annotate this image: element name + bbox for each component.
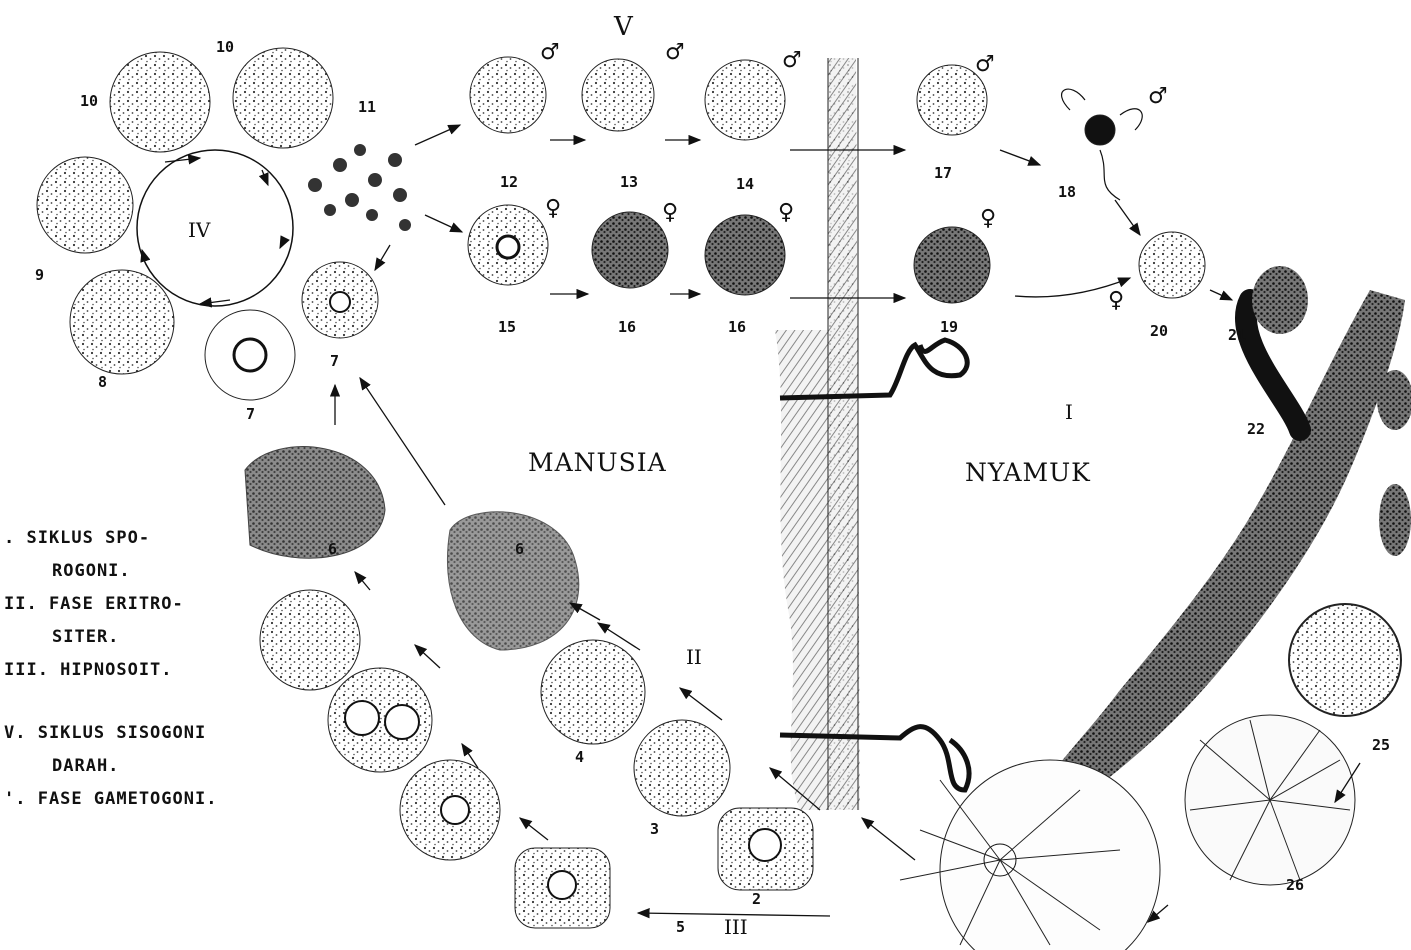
legend-line: II. FASE ERITRO- [4,588,217,621]
male-symbol: ♂ [665,40,685,65]
male-symbol: ♂ [975,52,995,77]
stage-number-7: 7 [246,405,255,423]
legend-line: ROGONI. [4,555,217,588]
stage-number-2: 2 [752,890,761,908]
stage-number-8: 8 [98,373,107,391]
female-symbol: ♀ [1108,288,1124,313]
stage-number-17: 17 [934,164,952,182]
stage-number-7: 7 [330,352,339,370]
stage-number-12: 12 [500,173,518,191]
phase-label-iv: IV [188,218,210,242]
female-symbol: ♀ [545,196,561,221]
stage-number-18: 18 [1058,183,1076,201]
cell-8 [70,270,174,374]
oocyst [1289,604,1401,716]
stage-number-26: 26 [1286,876,1304,894]
region-label-human: MANUSIA [528,448,667,477]
stage-number-6: 6 [328,540,337,558]
stage-number-13: 13 [620,173,638,191]
cycle-iv-ring [137,150,293,306]
stage-number-10: 10 [80,92,98,110]
liver-stage-cells [245,447,813,928]
mosquito-stomach [1040,266,1411,800]
merozoites [308,144,411,231]
cell-10b [233,48,333,148]
phase-label-i: I [1065,400,1073,424]
male-symbol: ♂ [1148,84,1168,109]
stage-number-4: 4 [575,748,584,766]
phase-label-ii: II [686,645,702,669]
legend-line: DARAH. [4,750,217,783]
legend-line: V. SIKLUS SISOGONI [4,717,217,750]
phase-label-v: V [614,12,633,42]
cell-10a [110,52,210,152]
stage-number-15: 15 [498,318,516,336]
stage-number-21: 21 [1228,326,1246,344]
stage-number-9: 9 [35,266,44,284]
stage-number-5: 5 [676,918,685,936]
stage-number-10: 10 [216,38,234,56]
female-symbol: ♀ [980,206,996,231]
female-symbol: ♀ [778,200,794,225]
male-symbol: ♂ [782,48,802,73]
stage-number-22: 22 [1247,420,1265,438]
stage-number-25: 25 [1372,736,1390,754]
legend-line: III. HIPNOSOIT. [4,654,217,687]
legend: . SIKLUS SPO- ROGONI. II. FASE ERITRO- S… [4,522,217,816]
stage-number-3: 3 [650,820,659,838]
stage-number-14: 14 [736,175,754,193]
stage-number-11: 11 [358,98,376,116]
stage-number-19: 19 [940,318,958,336]
ruptured-oocyst [1185,715,1355,885]
legend-line: SITER. [4,621,217,654]
sporozoite-cyst [900,760,1160,950]
stage-number-16: 16 [618,318,636,336]
stage-number-20: 20 [1150,322,1168,340]
legend-line: '. FASE GAMETOGONI. [4,783,217,816]
female-symbol: ♀ [662,200,678,225]
phase-label-iii: III [724,915,748,939]
stage-number-16: 16 [728,318,746,336]
cell-9 [37,157,133,253]
male-symbol: ♂ [540,40,560,65]
region-label-mosquito: NYAMUK [965,458,1091,487]
midgut-wall [775,58,860,810]
legend-line: . SIKLUS SPO- [4,522,217,555]
stage-number-6: 6 [515,540,524,558]
